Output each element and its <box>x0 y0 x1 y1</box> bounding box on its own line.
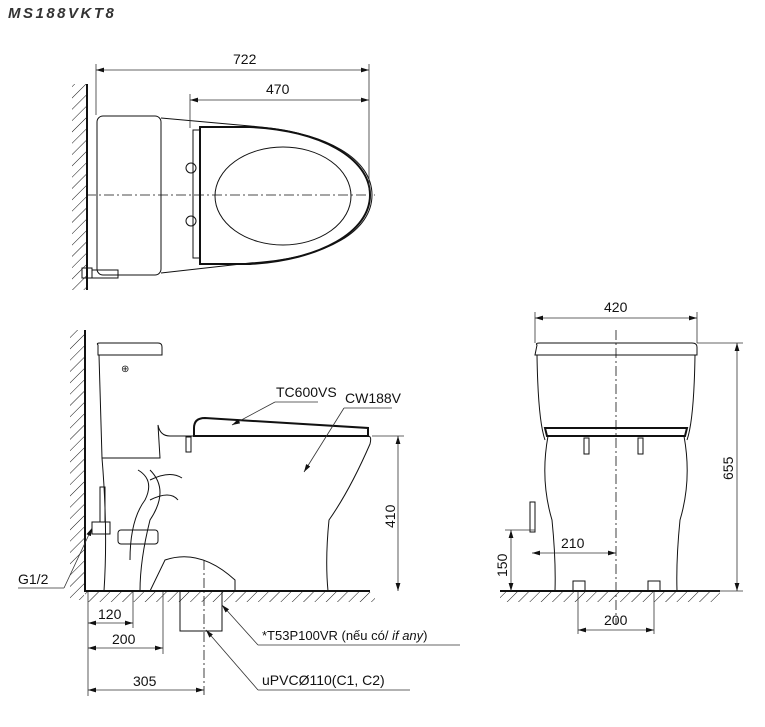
flange-label: *T53P100VR (nếu có/ if any) <box>262 628 428 643</box>
wall-hatch <box>72 84 86 290</box>
tank-top <box>96 115 162 276</box>
tank-lid-front <box>534 342 698 356</box>
dim-210: 210 <box>561 535 585 551</box>
seat-bolt <box>185 436 192 453</box>
dim-200-bolts: 200 <box>604 612 628 628</box>
supply-pipe <box>91 269 119 279</box>
floor-hatch <box>85 592 375 602</box>
bowl-body <box>98 354 372 592</box>
dim-150: 150 <box>494 553 510 577</box>
stop-valve <box>91 521 111 535</box>
hinge-plate <box>192 129 201 259</box>
dim-470: 470 <box>266 81 290 97</box>
top-view: 722 470 <box>72 51 375 290</box>
seat-model-label: TC600VS <box>276 384 337 400</box>
drain-elbow <box>149 556 236 592</box>
supply-thread-label: G1/2 <box>18 571 49 587</box>
bowl-model-label: CW188V <box>345 390 402 406</box>
dim-410: 410 <box>382 504 398 528</box>
wall-hatch <box>70 330 84 600</box>
seat-side <box>193 416 369 437</box>
floor-hatch <box>500 592 720 602</box>
hinge-bolt <box>185 215 197 227</box>
dim-200: 200 <box>112 631 136 647</box>
front-view: 420 655 150 210 200 <box>494 299 743 634</box>
dim-655: 655 <box>720 456 736 480</box>
seat-front <box>543 427 689 437</box>
seat-outline <box>199 126 372 265</box>
seat-opening <box>214 146 352 246</box>
side-view: ⊕ TC600VS CW188V G1/2 *T53P100VR (nếu có… <box>18 330 460 696</box>
dim-722: 722 <box>233 51 257 67</box>
dim-305: 305 <box>133 673 157 689</box>
model-title: MS188VKT8 <box>8 5 117 22</box>
dim-120: 120 <box>98 606 122 622</box>
bowl-front <box>544 435 688 592</box>
dim-420: 420 <box>604 299 628 315</box>
tank-lid <box>96 342 163 356</box>
flush-button-icon: ⊕ <box>121 364 129 375</box>
pipe-label: uPVCØ110(C1, C2) <box>262 672 385 688</box>
hinge-bolt <box>185 162 197 174</box>
